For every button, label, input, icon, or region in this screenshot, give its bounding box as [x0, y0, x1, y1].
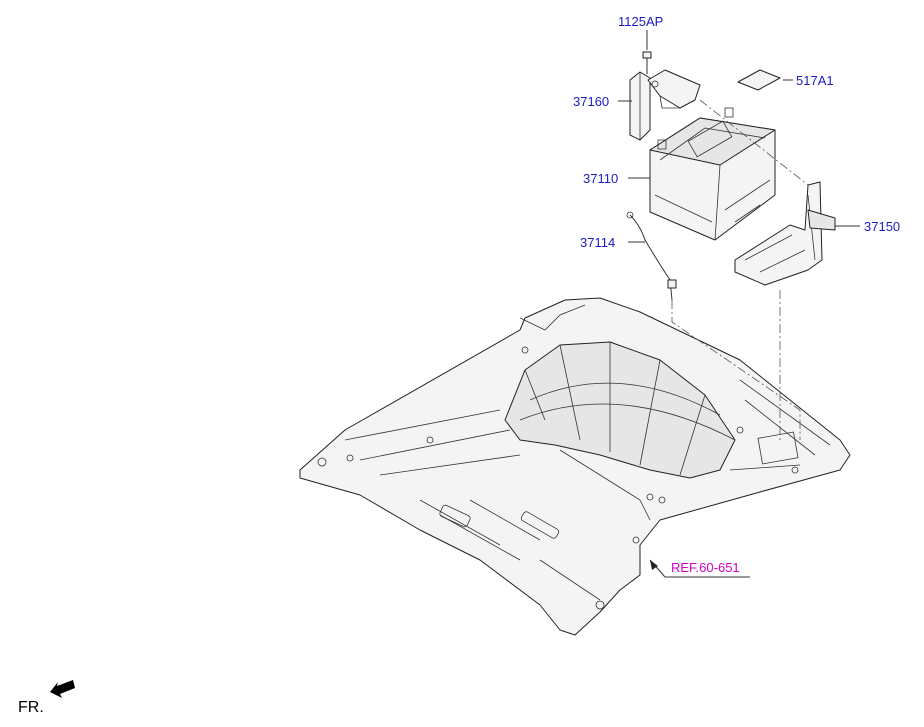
label-battery[interactable]: 37110 — [583, 171, 618, 186]
front-direction-indicator: FR. — [18, 680, 75, 716]
label-reference[interactable]: REF.60-651 — [671, 560, 740, 575]
front-arrow-icon — [50, 680, 75, 698]
battery[interactable] — [649, 107, 776, 241]
label-cable[interactable]: 37114 — [580, 235, 615, 250]
battery-clamp[interactable] — [629, 69, 701, 141]
direction-label: FR. — [18, 699, 44, 716]
label-tray[interactable]: 37150 — [864, 219, 900, 234]
label-bolt[interactable]: 1125AP — [618, 14, 663, 29]
pad[interactable] — [737, 69, 781, 91]
reference-lines — [671, 99, 809, 440]
label-pad[interactable]: 517A1 — [796, 73, 834, 88]
bolt[interactable] — [642, 51, 652, 74]
leader-lines — [618, 30, 860, 578]
cable[interactable] — [626, 211, 677, 301]
floor-panel — [299, 297, 851, 636]
label-clamp[interactable]: 37160 — [573, 94, 609, 109]
battery-tray[interactable] — [734, 181, 836, 286]
reference-arrow-icon — [650, 560, 658, 570]
